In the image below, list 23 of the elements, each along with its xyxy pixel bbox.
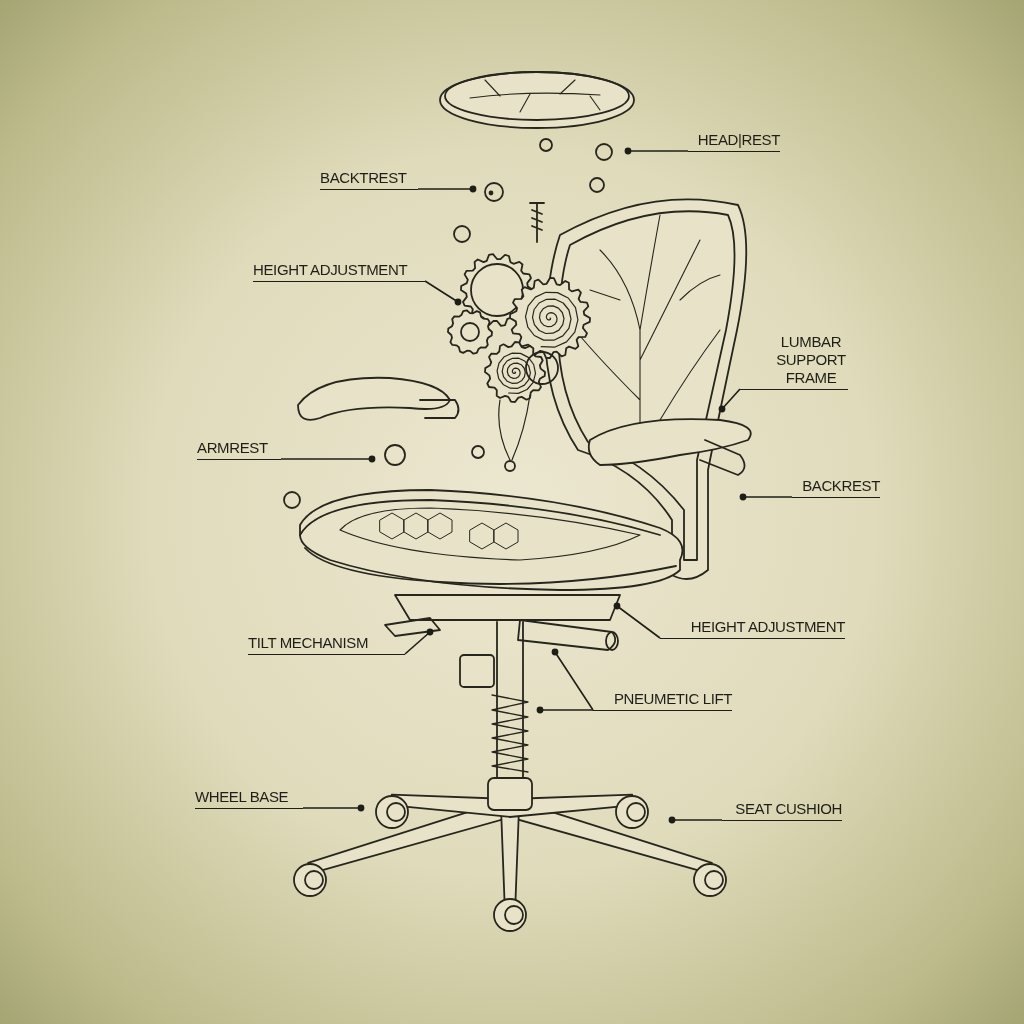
- callout-label: ARMREST: [197, 439, 281, 460]
- leader-line: [624, 147, 689, 155]
- callout-label: HEAD|REST: [688, 131, 780, 152]
- callout-label: HEIGHT ADJUSTMENT: [253, 261, 425, 282]
- callout-label: BACKREST: [792, 477, 880, 498]
- leader-line: [280, 455, 376, 463]
- callout-label: TILT MECHANISM: [248, 634, 405, 655]
- leader-line: [668, 816, 723, 824]
- leader-line: [613, 602, 661, 639]
- callout-label: PNEUMETIC LIFT: [593, 690, 732, 711]
- leader-line: [404, 628, 434, 655]
- leader-line: [424, 280, 462, 306]
- leader-line: [739, 493, 793, 501]
- leader-line: [551, 648, 594, 711]
- callout-label: SEAT CUSHIOH: [722, 800, 842, 821]
- leader-line: [302, 804, 365, 812]
- callout-label: BACKTREST: [320, 169, 418, 190]
- leader-line: [417, 185, 477, 193]
- leader-line: [718, 388, 741, 413]
- callout-label: HEIGHT ADJUSTMENT: [660, 618, 845, 639]
- callout-label: WHEEL BASE: [195, 788, 303, 809]
- callout-label: LUMBAR SUPPORT FRAME: [740, 333, 848, 390]
- leader-line: [536, 706, 594, 714]
